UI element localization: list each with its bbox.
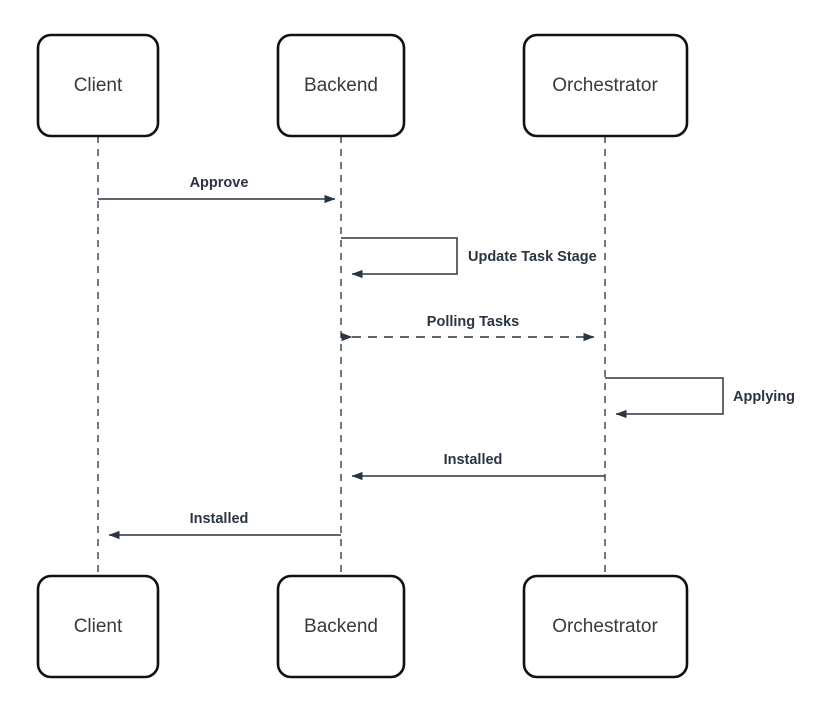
lifelines-group bbox=[97, 136, 606, 576]
self-call-loop bbox=[605, 377, 724, 419]
message-polling-tasks[interactable]: Polling Tasks bbox=[341, 314, 595, 342]
participant-label-backend-bottom: Backend bbox=[304, 616, 378, 637]
message-label-installed-upstream: Installed bbox=[444, 452, 503, 468]
message-installed-orchestrator-backend[interactable]: Installed bbox=[351, 452, 605, 481]
self-call-loop bbox=[341, 237, 458, 279]
message-approve[interactable]: Approve bbox=[98, 175, 336, 204]
message-label-installed-downstream: Installed bbox=[190, 511, 249, 527]
message-label-approve: Approve bbox=[190, 175, 249, 191]
participant-label-orchestrator-bottom: Orchestrator bbox=[552, 616, 658, 637]
participant-box-rect bbox=[276, 33, 406, 138]
participant-box-rect bbox=[276, 574, 406, 679]
participant-label-client-bottom: Client bbox=[74, 616, 123, 637]
participant-box-rect bbox=[522, 574, 689, 679]
message-installed-backend-client[interactable]: Installed bbox=[108, 511, 341, 540]
message-applying[interactable]: Applying bbox=[605, 377, 795, 419]
participant-box-orchestrator-top[interactable]: Orchestrator bbox=[522, 33, 689, 138]
participant-boxes-bottom: Client Backend Orchestrator bbox=[36, 574, 689, 679]
message-label-polling-tasks: Polling Tasks bbox=[427, 314, 519, 330]
participant-box-client-bottom[interactable]: Client bbox=[36, 574, 160, 679]
participant-label-backend-top: Backend bbox=[304, 75, 378, 96]
message-update-task-stage[interactable]: Update Task Stage bbox=[341, 237, 597, 279]
participant-label-client-top: Client bbox=[74, 75, 123, 96]
participant-label-orchestrator-top: Orchestrator bbox=[552, 75, 658, 96]
participant-box-rect bbox=[522, 33, 689, 138]
participant-box-client-top[interactable]: Client bbox=[36, 33, 160, 138]
participant-box-rect bbox=[36, 574, 160, 679]
participant-box-rect bbox=[36, 33, 160, 138]
participant-boxes-top: Client Backend Orchestrator bbox=[36, 33, 689, 138]
participant-box-orchestrator-bottom[interactable]: Orchestrator bbox=[522, 574, 689, 679]
message-label-update-task-stage: Update Task Stage bbox=[468, 249, 597, 265]
participant-box-backend-top[interactable]: Backend bbox=[276, 33, 406, 138]
participant-box-backend-bottom[interactable]: Backend bbox=[276, 574, 406, 679]
message-label-applying: Applying bbox=[733, 389, 795, 405]
